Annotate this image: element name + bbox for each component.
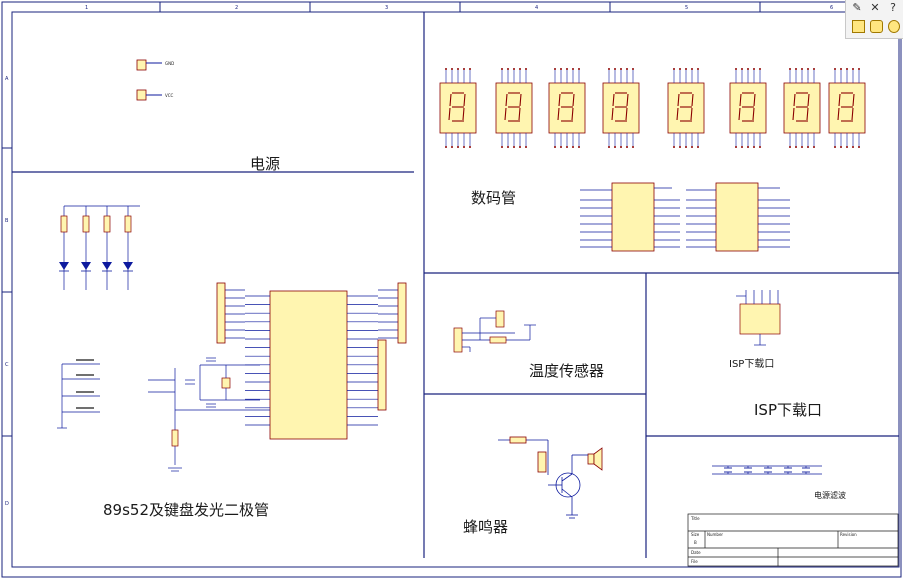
push-button-switch: [62, 391, 100, 397]
seven-segment-display: [548, 68, 586, 148]
rectangle-shape-icon[interactable]: [852, 20, 865, 33]
svg-text:5: 5: [685, 5, 688, 11]
decoupling-capacitor: [744, 466, 752, 474]
seven-segment-display: [602, 68, 640, 148]
svg-text:4: 4: [535, 5, 538, 11]
ellipse-shape-icon[interactable]: [888, 20, 900, 33]
led-resistor-pair: [102, 206, 112, 290]
section-label-buzzer: 蜂鸣器: [463, 518, 508, 536]
svg-text:VCC: VCC: [165, 93, 174, 98]
svg-text:GND: GND: [165, 61, 174, 66]
drawing-toolbar: ✎ ✕ ?: [845, 0, 903, 39]
svg-text:3: 3: [385, 5, 388, 11]
seven-segment-display-row: [439, 68, 866, 148]
seven-segment-display: [729, 68, 767, 148]
filter-capacitor-row: [712, 465, 822, 475]
reset-circuit: [148, 368, 270, 472]
zone-numbers: 1 2 3 4 5 6 A B C D: [5, 5, 833, 507]
buzzer-circuit: [498, 436, 603, 519]
led-resistor-pair: [59, 206, 69, 290]
push-button-switch: [62, 407, 100, 413]
led-resistor-pair: [81, 206, 91, 290]
zone-ticks: [2, 2, 761, 437]
mcu-89s52: [225, 289, 398, 440]
power-connector-gnd: GND: [136, 59, 174, 71]
decoupling-capacitor: [724, 466, 732, 474]
crystal-oscillator: [199, 357, 260, 408]
led-resistor-pair: [123, 206, 133, 290]
size-value: B: [694, 540, 697, 545]
seven-segment-display: [439, 68, 477, 148]
date-label: Date: [691, 550, 701, 555]
svg-text:D: D: [5, 501, 9, 507]
isp-small-label: ISP下载口: [729, 358, 774, 370]
header-connector-p1: [216, 282, 226, 344]
filter-caps-label: 电源滤波: [814, 490, 846, 500]
section-label-isp: ISP下载口: [754, 401, 822, 419]
temperature-sensor-ds18b20: [453, 310, 536, 353]
seven-segment-display: [828, 68, 866, 148]
led-resistor-array: [59, 205, 140, 290]
latch-ic-u5: [686, 182, 790, 252]
help-icon[interactable]: ?: [890, 1, 896, 14]
latch-ic-u4: [580, 182, 680, 252]
svg-text:1: 1: [85, 5, 88, 11]
svg-text:C: C: [5, 362, 9, 368]
pencil-icon[interactable]: ✎: [852, 1, 862, 14]
decoupling-capacitor: [784, 466, 792, 474]
number-label: Number: [707, 532, 723, 537]
revision-label: Revision: [840, 532, 857, 537]
isp-header: [736, 290, 781, 346]
svg-text:B: B: [5, 218, 9, 224]
section-dividers: [12, 12, 899, 558]
size-label: Size: [691, 532, 700, 537]
section-label-display: 数码管: [471, 189, 516, 207]
push-button-switch: [62, 359, 100, 365]
header-connector-p2: [377, 339, 387, 411]
decoupling-capacitor: [764, 466, 772, 474]
section-label-temp: 温度传感器: [529, 362, 604, 380]
push-button-switch: [62, 374, 100, 380]
file-label: File: [691, 559, 698, 564]
seven-segment-display: [667, 68, 705, 148]
title-block: [687, 513, 899, 567]
header-connector-p0: [397, 282, 407, 344]
power-connector-vcc: VCC: [136, 89, 174, 101]
sheet-inner-border: [11, 11, 900, 568]
keyboard-switches: [57, 359, 100, 429]
section-label-power: 电源: [250, 155, 280, 173]
svg-text:A: A: [5, 76, 9, 82]
title-label: Title: [690, 516, 700, 521]
svg-text:6: 6: [830, 5, 833, 11]
section-label-mcu: 89s52及键盘发光二极管: [103, 501, 269, 519]
svg-text:2: 2: [235, 5, 238, 11]
cross-icon[interactable]: ✕: [870, 1, 880, 14]
rounded-rectangle-shape-icon[interactable]: [870, 20, 883, 33]
seven-segment-display: [783, 68, 821, 148]
seven-segment-display: [495, 68, 533, 148]
decoupling-capacitor: [802, 466, 810, 474]
